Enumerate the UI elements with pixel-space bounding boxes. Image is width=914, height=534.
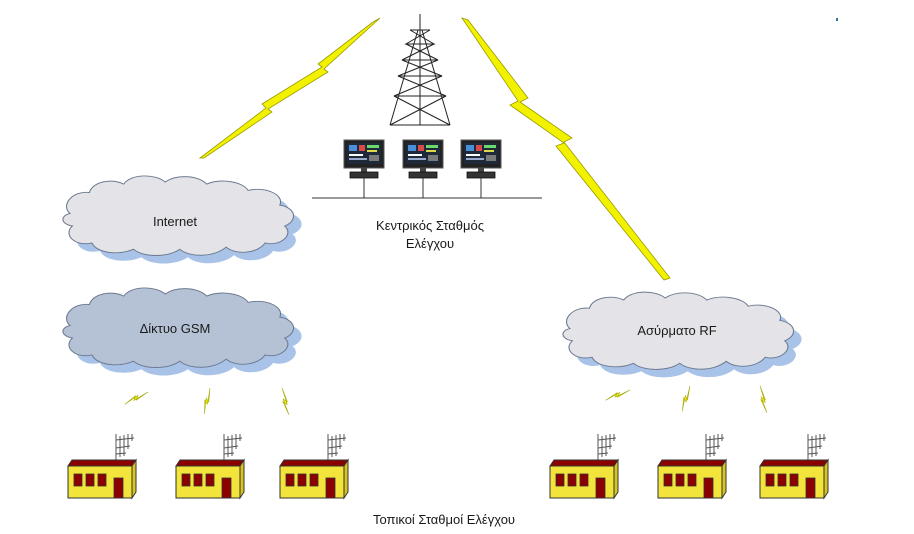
radio-tower-icon xyxy=(389,14,451,126)
local-station-icon xyxy=(549,433,619,499)
lightning-link-icon xyxy=(271,387,300,416)
lightning-link-icon xyxy=(676,385,697,412)
lightning-link-icon xyxy=(461,17,671,281)
central-station-label-line1: Κεντρικός Σταθμός xyxy=(376,218,484,233)
rf-wireless-label: Ασύρματο RF xyxy=(637,323,716,338)
computer-workstation-icon xyxy=(343,139,385,179)
local-station-icon xyxy=(67,433,137,499)
computer-workstation-icon xyxy=(402,139,444,179)
lightning-link-icon xyxy=(749,385,778,414)
lan-bus-line xyxy=(312,178,542,199)
gsm-network-label: Δίκτυο GSM xyxy=(140,321,211,336)
corner-mark xyxy=(836,18,838,21)
central-station-label-line2: Ελέγχου xyxy=(406,236,454,251)
local-station-icon xyxy=(759,433,829,499)
local-stations-label: Τοπικοί Σταθμοί Ελέγχου xyxy=(373,512,515,527)
local-station-icon xyxy=(279,433,349,499)
local-station-icon xyxy=(657,433,727,499)
lightning-link-icon xyxy=(124,384,149,412)
computer-workstation-icon xyxy=(460,139,502,179)
internet-label: Internet xyxy=(153,214,197,229)
lightning-link-icon xyxy=(198,17,381,159)
lightning-link-icon xyxy=(196,387,219,415)
local-station-icon xyxy=(175,433,245,499)
lightning-link-icon xyxy=(605,381,631,409)
